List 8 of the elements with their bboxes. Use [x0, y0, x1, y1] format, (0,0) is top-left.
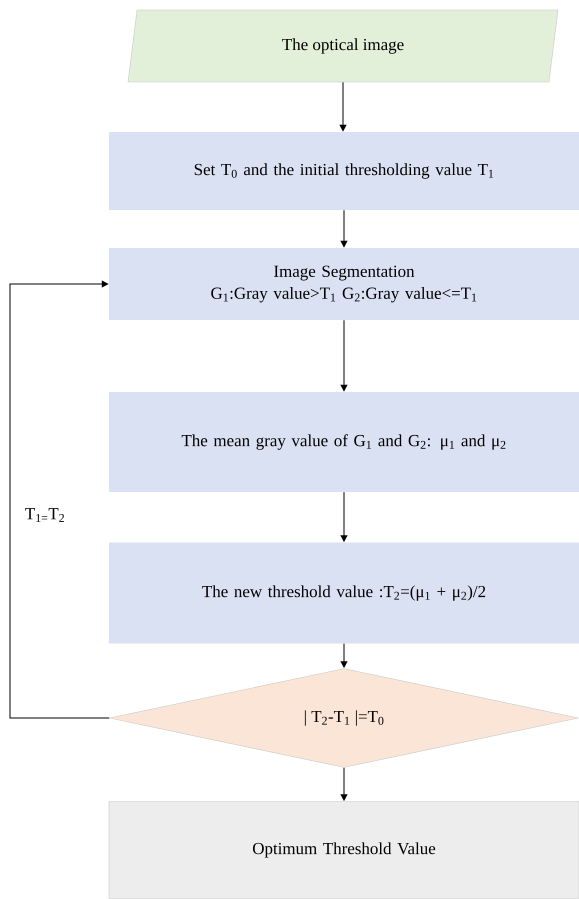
- end-box: Optimum Threshold Value: [108, 801, 579, 899]
- process-box: Set T$_{0}$ and the initial thresholding value T$_{1}$: [109, 132, 579, 210]
- loop-arrow: [10, 280, 110, 718]
- process-box: The mean gray value of G$_{1}$ and G$_{2}$: μ$_{1}$ and μ$_{2}$: [109, 392, 579, 492]
- input-parallelogram: The optical image: [128, 10, 558, 82]
- process-box: The new threshold value :T$_{2}$=(μ$_{1}$ + μ$_{2}$)/2: [109, 542, 579, 644]
- edge-label: T$_{1=}$T$_{2}$: [24, 507, 66, 523]
- process-box: Image Segmentation G$_{1}$:Gray value>T$_{1}$ G$_{2}$:Gray value<=T$_{1}$: [109, 248, 579, 320]
